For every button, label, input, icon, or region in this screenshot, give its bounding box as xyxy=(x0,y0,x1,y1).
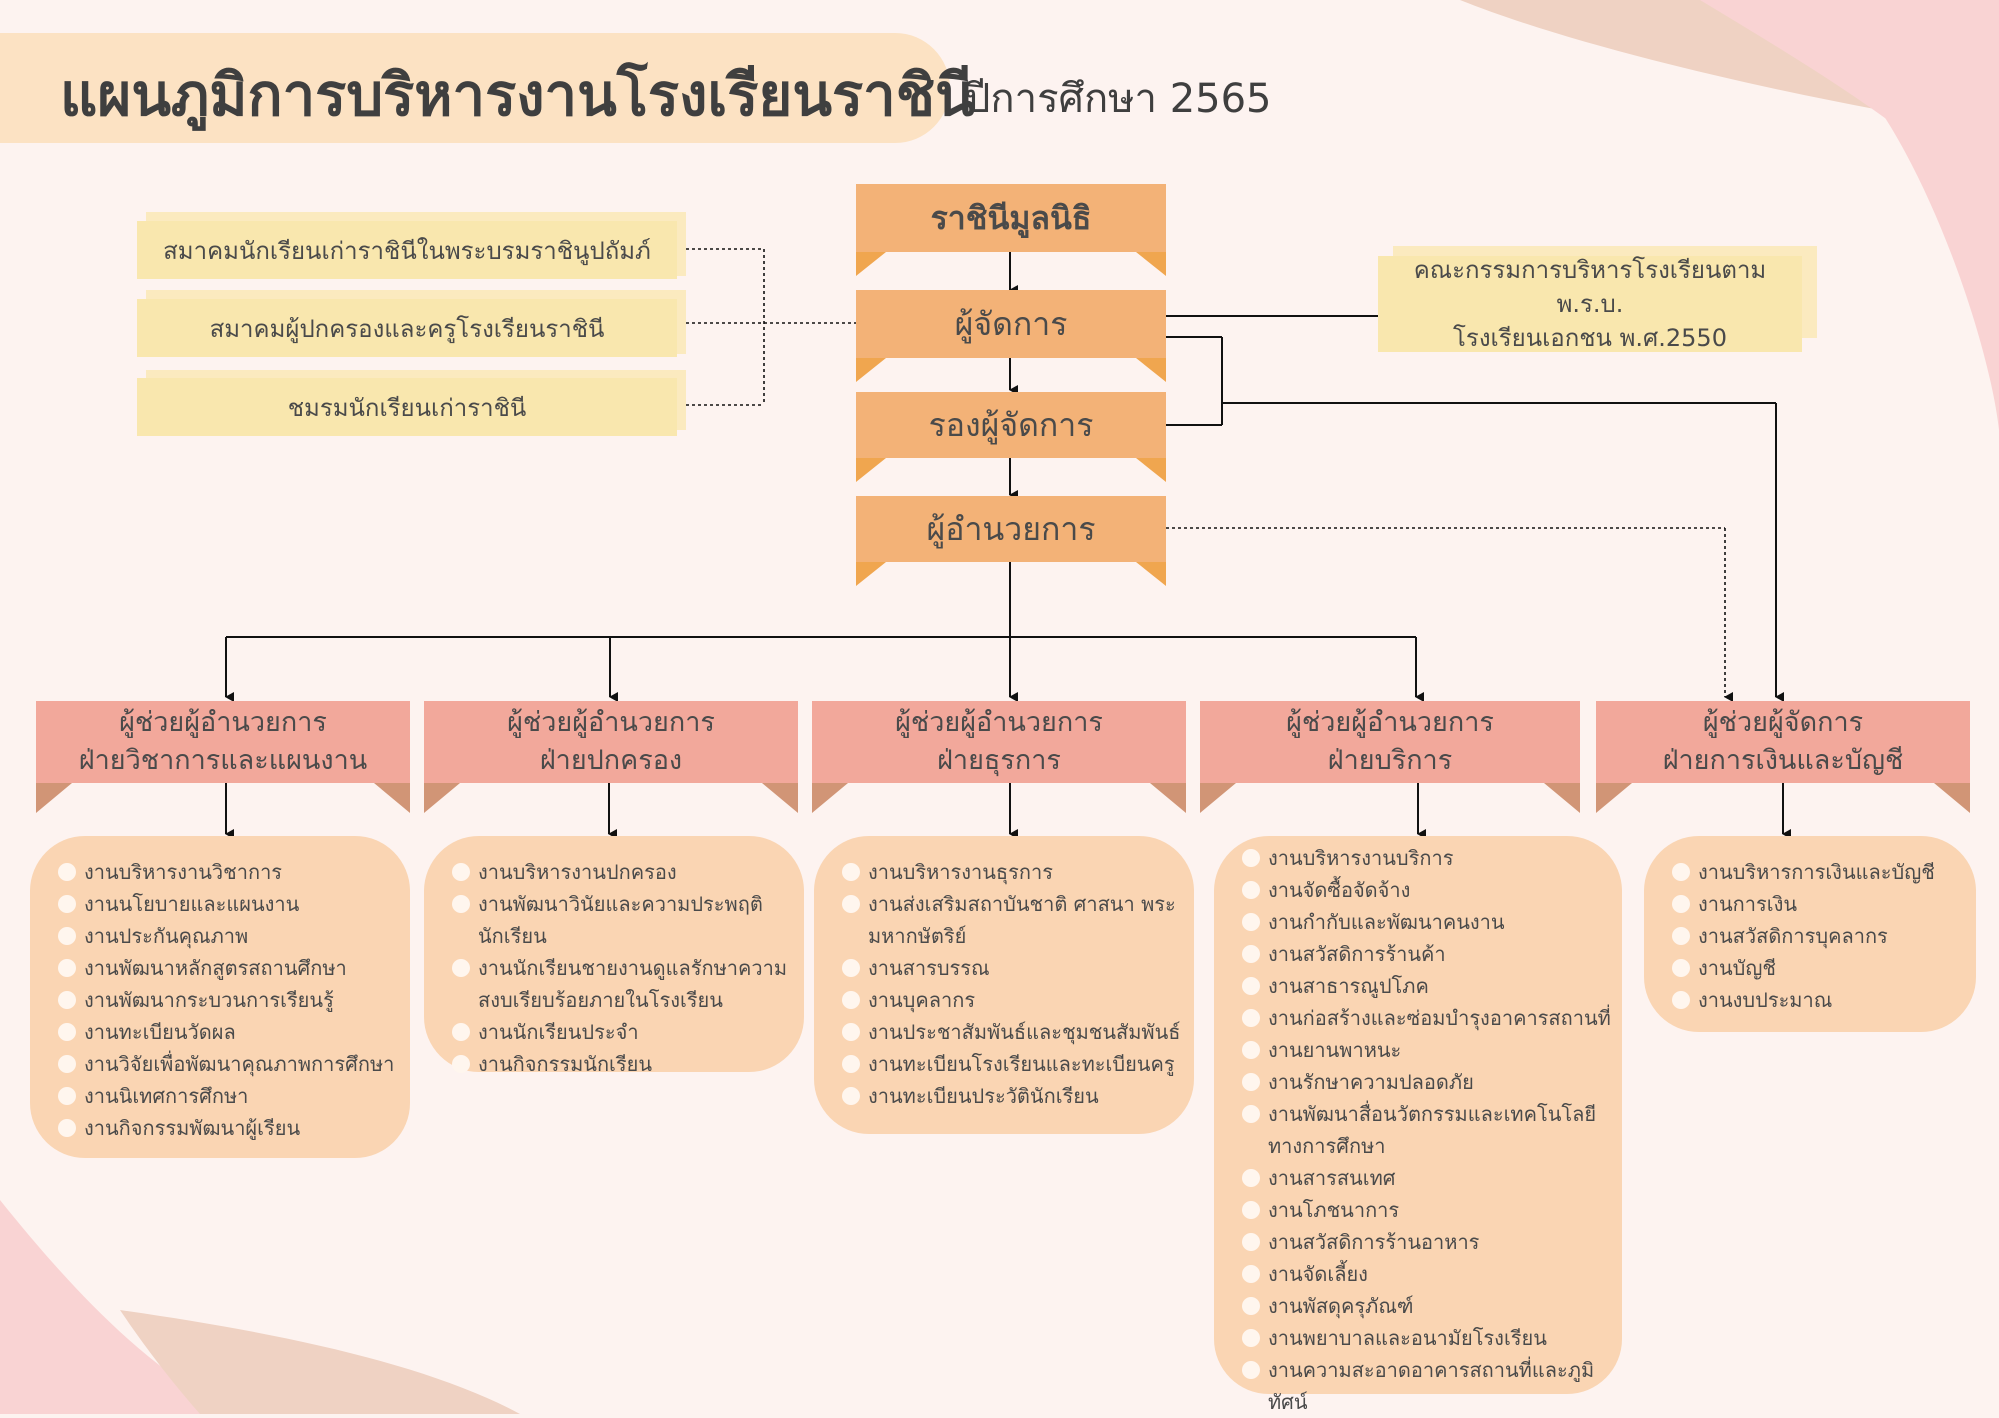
service-task-box: งานบริหารงานบริการงานจัดซื้อจัดจ้างงานกำ… xyxy=(1214,836,1622,1414)
task-item: งานทะเบียนประวัตินักเรียน xyxy=(842,1080,1182,1112)
deputy-manager-node: รองผู้จัดการ xyxy=(856,392,1166,482)
task-item: งานบริหารการเงินและบัญชี xyxy=(1672,856,1972,888)
task-item: งานสารสนเทศ xyxy=(1242,1162,1612,1194)
committee-line-1: คณะกรรมการบริหารโรงเรียนตาม พ.ร.บ. xyxy=(1413,256,1767,318)
finance-task-list: งานบริหารการเงินและบัญชีงานการเงินงานสวั… xyxy=(1672,856,1972,1016)
academic-year: ปีการศึกษา 2565 xyxy=(965,76,1272,122)
department-service-title1: ผู้ช่วยผู้อำนวยการ xyxy=(1286,707,1494,738)
task-item: งานสวัสดิการร้านค้า xyxy=(1242,938,1612,970)
task-item: งานพัฒนาหลักสูตรสถานศึกษา xyxy=(58,952,408,984)
academic-task-box: งานบริหารงานวิชาการงานนโยบายและแผนงานงาน… xyxy=(30,836,410,1158)
task-item: งานนโยบายและแผนงาน xyxy=(58,888,408,920)
director-label: ผู้อำนวยการ xyxy=(856,496,1166,562)
deputy-manager-label: รองผู้จัดการ xyxy=(856,392,1166,458)
department-finance-header: ผู้ช่วยผู้จัดการ ฝ่ายการเงินและบัญชี xyxy=(1596,701,1970,813)
task-item: งานก่อสร้างและซ่อมบำรุงอาคารสถานที่ xyxy=(1242,1002,1612,1034)
task-item: งานสารบรรณ xyxy=(842,952,1182,984)
department-finance-title1: ผู้ช่วยผู้จัดการ xyxy=(1702,707,1864,738)
association-1: สมาคมนักเรียนเก่าราชินีในพระบรมราชินูปถั… xyxy=(137,221,677,279)
department-finance-title2: ฝ่ายการเงินและบัญชี xyxy=(1662,745,1904,776)
service-task-list: งานบริหารงานบริการงานจัดซื้อจัดจ้างงานกำ… xyxy=(1242,842,1612,1418)
task-item: งานประกันคุณภาพ xyxy=(58,920,408,952)
task-item: งานการเงิน xyxy=(1672,888,1972,920)
task-item: งานทะเบียนวัดผล xyxy=(58,1016,408,1048)
association-2: สมาคมผู้ปกครองและครูโรงเรียนราชินี xyxy=(137,299,677,357)
task-item: งานรักษาความปลอดภัย xyxy=(1242,1066,1612,1098)
department-admin-title1: ผู้ช่วยผู้อำนวยการ xyxy=(895,707,1103,738)
department-academic-title2: ฝ่ายวิชาการและแผนงาน xyxy=(78,745,368,776)
page-title: แผนภูมิการบริหารงานโรงเรียนราชินี xyxy=(60,61,975,129)
task-item: งานบริหารงานปกครอง xyxy=(452,856,792,888)
department-admin-header: ผู้ช่วยผู้อำนวยการ ฝ่ายธุรการ xyxy=(812,701,1186,813)
task-item: งานพัฒนาวินัยและความประพฤตินักเรียน xyxy=(452,888,792,952)
task-item: งานสวัสดิการร้านอาหาร xyxy=(1242,1226,1612,1258)
department-service-title2: ฝ่ายบริการ xyxy=(1327,745,1453,776)
task-item: งานกิจกรรมพัฒนาผู้เรียน xyxy=(58,1112,408,1144)
department-discipline-header: ผู้ช่วยผู้อำนวยการ ฝ่ายปกครอง xyxy=(424,701,798,813)
task-item: งานงบประมาณ xyxy=(1672,984,1972,1016)
department-service-header: ผู้ช่วยผู้อำนวยการ ฝ่ายบริการ xyxy=(1200,701,1580,813)
task-item: งานพัฒนากระบวนการเรียนรู้ xyxy=(58,984,408,1016)
task-item: งานจัดเลี้ยง xyxy=(1242,1258,1612,1290)
task-item: งานบริหารงานบริการ xyxy=(1242,842,1612,874)
task-item: งานความสะอาดอาคารสถานที่และภูมิทัศน์ xyxy=(1242,1354,1612,1418)
task-item: งานนิเทศการศึกษา xyxy=(58,1080,408,1112)
committee-box: คณะกรรมการบริหารโรงเรียนตาม พ.ร.บ. โรงเร… xyxy=(1378,256,1802,352)
task-item: งานบุคลากร xyxy=(842,984,1182,1016)
department-discipline-title1: ผู้ช่วยผู้อำนวยการ xyxy=(507,707,715,738)
task-item: งานโภชนาการ xyxy=(1242,1194,1612,1226)
task-item: งานส่งเสริมสถาบันชาติ ศาสนา พระมหากษัตริ… xyxy=(842,888,1182,952)
department-discipline-title2: ฝ่ายปกครอง xyxy=(539,745,683,776)
task-item: งานนักเรียนประจำ xyxy=(452,1016,792,1048)
task-item: งานพัสดุครุภัณฑ์ xyxy=(1242,1290,1612,1322)
finance-task-box: งานบริหารการเงินและบัญชีงานการเงินงานสวั… xyxy=(1644,836,1976,1032)
task-item: งานจัดซื้อจัดจ้าง xyxy=(1242,874,1612,906)
manager-label: ผู้จัดการ xyxy=(856,290,1166,358)
title-background xyxy=(0,33,950,143)
task-item: งานกำกับและพัฒนาคนงาน xyxy=(1242,906,1612,938)
admin-task-list: งานบริหารงานธุรการงานส่งเสริมสถาบันชาติ … xyxy=(842,856,1182,1112)
task-item: งานทะเบียนโรงเรียนและทะเบียนครู xyxy=(842,1048,1182,1080)
task-item: งานยานพาหนะ xyxy=(1242,1034,1612,1066)
director-node: ผู้อำนวยการ xyxy=(856,496,1166,586)
task-item: งานบริหารงานวิชาการ xyxy=(58,856,408,888)
association-3: ชมรมนักเรียนเก่าราชินี xyxy=(137,378,677,436)
task-item: งานนักเรียนชายงานดูแลรักษาความสงบเรียบร้… xyxy=(452,952,792,1016)
foundation-label: ราชินีมูลนิธิ xyxy=(856,184,1166,252)
discipline-task-list: งานบริหารงานปกครองงานพัฒนาวินัยและความปร… xyxy=(452,856,792,1080)
task-item: งานประชาสัมพันธ์และชุมชนสัมพันธ์ xyxy=(842,1016,1182,1048)
foundation-node: ราชินีมูลนิธิ xyxy=(856,184,1166,276)
task-item: งานบริหารงานธุรการ xyxy=(842,856,1182,888)
task-item: งานสาธารณูปโภค xyxy=(1242,970,1612,1002)
discipline-task-box: งานบริหารงานปกครองงานพัฒนาวินัยและความปร… xyxy=(424,836,804,1076)
task-item: งานพัฒนาสื่อนวัตกรรมและเทคโนโลยีทางการศึ… xyxy=(1242,1098,1612,1162)
task-item: งานบัญชี xyxy=(1672,952,1972,984)
department-academic-title1: ผู้ช่วยผู้อำนวยการ xyxy=(119,707,327,738)
academic-task-list: งานบริหารงานวิชาการงานนโยบายและแผนงานงาน… xyxy=(58,856,408,1144)
manager-node: ผู้จัดการ xyxy=(856,290,1166,382)
task-item: งานพยาบาลและอนามัยโรงเรียน xyxy=(1242,1322,1612,1354)
department-admin-title2: ฝ่ายธุรการ xyxy=(937,745,1061,776)
department-academic-header: ผู้ช่วยผู้อำนวยการ ฝ่ายวิชาการและแผนงาน xyxy=(36,701,410,813)
committee-line-2: โรงเรียนเอกชน พ.ศ.2550 xyxy=(1453,324,1727,352)
task-item: งานวิจัยเพื่อพัฒนาคุณภาพการศึกษา xyxy=(58,1048,408,1080)
task-item: งานกิจกรรมนักเรียน xyxy=(452,1048,792,1080)
admin-task-box: งานบริหารงานธุรการงานส่งเสริมสถาบันชาติ … xyxy=(814,836,1194,1134)
task-item: งานสวัสดิการบุคลากร xyxy=(1672,920,1972,952)
